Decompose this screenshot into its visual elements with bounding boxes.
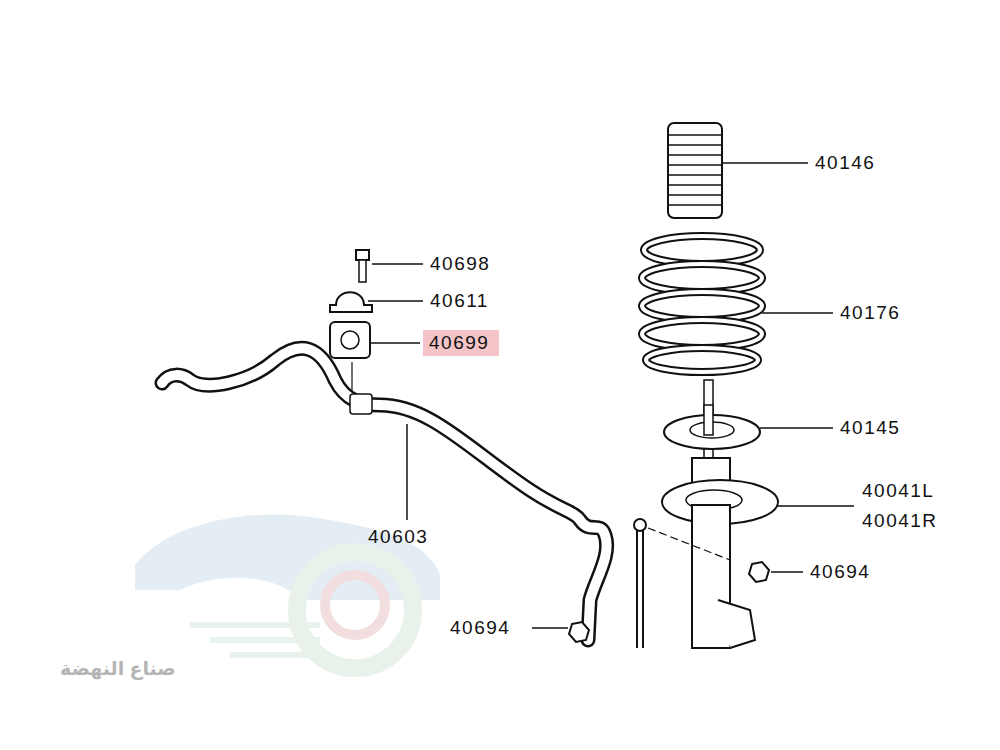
callout-number: 40611 xyxy=(430,290,489,312)
bolt-shank xyxy=(359,260,366,282)
leader-line xyxy=(722,162,808,164)
leader-line xyxy=(368,300,423,302)
leader-line xyxy=(771,571,803,573)
spring-coil xyxy=(644,236,760,264)
leader-line xyxy=(532,627,568,629)
spring-coil xyxy=(642,320,762,348)
leader-line xyxy=(776,505,854,507)
callout-number: 40041L xyxy=(862,480,934,502)
bushing xyxy=(330,322,370,358)
ball-joint xyxy=(634,519,646,531)
spring-coil xyxy=(642,264,762,292)
spring-coil xyxy=(642,292,762,320)
bolt-head xyxy=(356,250,369,260)
strut-bracket xyxy=(718,600,755,648)
bracket xyxy=(330,292,372,312)
callout-number: 40146 xyxy=(815,152,875,174)
spring-coil xyxy=(646,348,758,372)
callout-number: 40041R xyxy=(862,510,938,532)
spring-coil xyxy=(642,264,762,292)
watermark: صناع النهضة xyxy=(60,657,176,680)
watermark-tyre xyxy=(325,575,385,635)
boot-ribs xyxy=(668,135,722,205)
callout-number: 40694 xyxy=(810,561,870,583)
callout-number: 40699 xyxy=(429,332,493,354)
callout-number: 40176 xyxy=(840,302,900,324)
spring-coil xyxy=(646,348,758,372)
leader-line xyxy=(762,312,833,314)
spring-coil xyxy=(642,292,762,320)
stabilizer-link xyxy=(636,525,644,648)
leader-line xyxy=(370,342,420,344)
nut xyxy=(569,622,589,642)
leader-line xyxy=(760,427,833,429)
stabilizer-bar xyxy=(162,348,607,640)
bushing-hole xyxy=(341,331,359,349)
stabilizer-bar xyxy=(162,348,607,640)
assembly-line xyxy=(351,362,352,392)
coil-spring xyxy=(642,236,762,372)
leader-line xyxy=(406,424,408,520)
watermark-logo xyxy=(135,514,440,668)
leader-line xyxy=(372,263,423,265)
piston-rod xyxy=(704,405,713,435)
bellows-boot xyxy=(668,123,722,218)
watermark-gear xyxy=(297,552,413,668)
leader-lines xyxy=(368,163,854,628)
highlighted-callout: 40699 xyxy=(423,330,499,356)
spring-coil xyxy=(644,236,760,264)
centre-line xyxy=(648,528,730,560)
callout-number: 40698 xyxy=(430,253,490,275)
strut-body xyxy=(692,505,730,648)
watermark-lines xyxy=(190,625,320,655)
nut xyxy=(749,562,769,582)
callout-number: 40603 xyxy=(368,526,428,548)
callout-number: 40694 xyxy=(450,617,510,639)
stabilizer-link xyxy=(638,525,642,648)
bar-collar xyxy=(350,394,372,414)
callout-number: 40145 xyxy=(840,417,900,439)
spring-coil xyxy=(642,320,762,348)
